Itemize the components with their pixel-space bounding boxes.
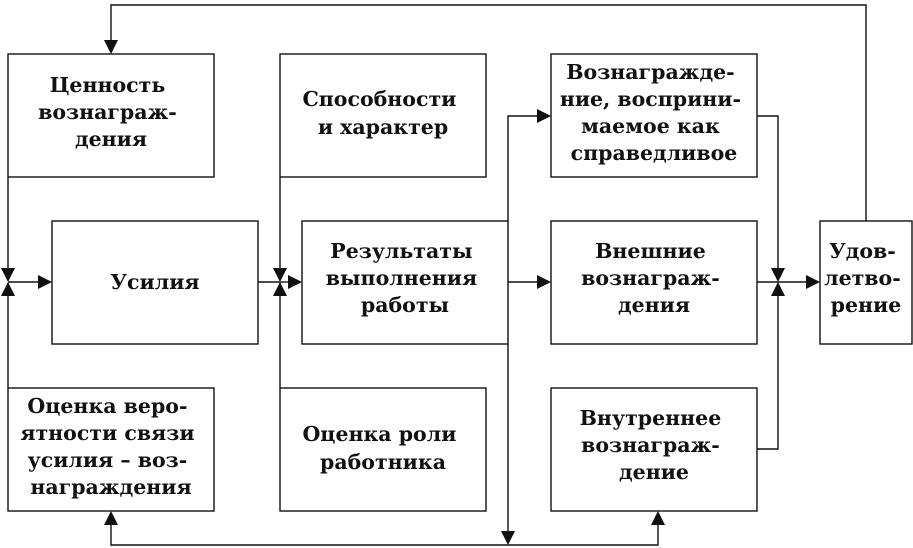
box-role: Оценка роли работника [279, 387, 487, 512]
arrow-up-internal-reward-icon [651, 511, 665, 525]
arrow-up-junction-middle-icon [273, 282, 287, 296]
box-effort-label: Усилия [110, 270, 199, 294]
box-performance-label: Результаты выполнения работы [326, 239, 484, 317]
box-ability: Способности и характер [279, 53, 487, 178]
box-ability-label: Способности и характер [302, 87, 463, 139]
arrow-right-effort-icon [38, 275, 52, 289]
box-probability: Оценка веро- ятности связи усилия – воз-… [7, 387, 215, 512]
box-probability-label: Оценка веро- ятности связи усилия – воз-… [20, 394, 201, 499]
arrow-right-satisfaction-icon [806, 275, 820, 289]
box-effort: Усилия [51, 220, 259, 345]
arrow-up-junction-right-icon [771, 282, 785, 296]
arrow-right-external-reward-icon [537, 275, 551, 289]
box-value-label: Ценность вознаграж- дения [38, 73, 184, 151]
box-value: Ценность вознаграж- дения [7, 53, 215, 178]
arrow-down-junction-middle-icon [273, 268, 287, 282]
arrow-down-bottom-junction-icon [501, 531, 515, 545]
arrow-up-probability-icon [104, 511, 118, 525]
arrow-down-junction-right-icon [771, 268, 785, 282]
box-fair-reward: Вознагражде- ние, восприни- маемое как с… [550, 53, 758, 178]
arrow-down-value-icon [104, 40, 118, 54]
box-external-reward-label: Внешние вознаграж- дения [581, 239, 727, 317]
arrow-down-junction-left-icon [1, 268, 15, 282]
box-satisfaction-label: Удов- летво- рение [824, 239, 908, 317]
box-satisfaction: Удов- летво- рение [819, 220, 913, 345]
arrow-right-performance-icon [288, 275, 302, 289]
box-external-reward: Внешние вознаграж- дения [550, 220, 758, 345]
line-performance-to-fair-reward [507, 115, 537, 221]
arrow-right-fair-reward-icon [537, 109, 551, 123]
line-bottom-feedback [110, 525, 659, 546]
feedback-line-satisfaction-to-value [110, 4, 867, 221]
box-fair-reward-label: Вознагражде- ние, восприни- маемое как с… [560, 60, 748, 165]
line-internal-reward-to-satisfaction [757, 296, 779, 450]
box-internal-reward: Внутреннее вознаграж- дение [550, 387, 758, 512]
box-performance: Результаты выполнения работы [301, 220, 509, 345]
box-role-label: Оценка роли работника [302, 422, 463, 474]
box-internal-reward-label: Внутреннее вознаграж- дение [580, 406, 729, 484]
arrow-up-junction-left-icon [1, 282, 15, 296]
line-fair-reward-to-satisfaction [757, 115, 779, 268]
